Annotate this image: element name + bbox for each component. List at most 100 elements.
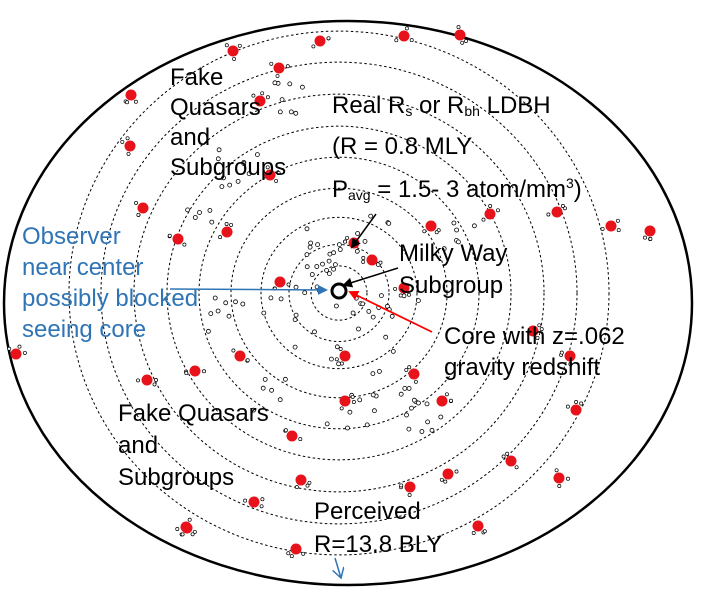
subgroup-dot [221,175,226,181]
subgroup-dot [356,326,361,332]
subgroup-dot [260,385,266,391]
satellite-dot [563,206,567,211]
subgroup-dot [389,313,395,319]
subgroup-dot [299,84,305,90]
subgroup-dot [240,301,246,307]
core-label: Core with z=.062 gravity redshift [444,321,625,383]
satellite-dot [286,551,291,556]
subgroup-dot [455,239,461,245]
satellite-dot [407,493,412,497]
satellite-dot [439,477,444,482]
satellite-dot [133,99,138,104]
quasar-dot [124,140,136,152]
quasar-dot [366,254,378,266]
subgroup-dot [368,213,374,219]
subgroup-dot [216,147,222,153]
subgroup-dot [326,258,332,264]
subgroup-dot [390,348,396,354]
quasar-dot [436,395,448,407]
subgroup-dot [370,392,376,398]
milky-way-arrow [342,267,399,288]
subgroup-dot [304,226,310,232]
satellite-dot [409,38,414,43]
subgroup-dot [406,426,412,432]
satellite-dot [535,335,540,340]
fake-top-line3: and [170,124,211,151]
quasar-dot [189,365,201,377]
satellite-dot [259,504,264,509]
satellite-dot [378,260,383,265]
subgroup-dot [371,408,377,414]
subgroup-dot [215,156,221,162]
satellite-dot [275,73,280,78]
satellite-dot [361,256,366,260]
fake-bottom-line3: Subgroups [118,464,235,491]
observer-line4: seeing core [22,316,147,343]
subgroup-dot [287,81,293,87]
quasar-dot [505,455,517,467]
satellite-dot [120,139,125,144]
subgroup-dot [309,272,315,277]
quasar-dot [137,202,149,214]
subgroup-dots [185,80,477,434]
subgroup-dot [293,312,299,318]
subgroup-dot [415,298,421,304]
observer-line3: possibly blocked [22,285,199,312]
quasar-dot [172,233,184,245]
satellite-dot [579,401,584,406]
subgroup-dot [315,242,321,248]
subgroup-dot [354,248,360,254]
satellite-dot [245,358,250,363]
subgroup-dot [312,329,317,335]
satellite-dot [7,346,12,351]
satellite-dot [125,136,130,141]
satellite-dot [514,465,519,470]
quasar-dot [295,474,307,486]
subgroup-dot [197,210,202,215]
subgroup-dot [282,376,288,382]
satellite-dot [232,56,237,61]
quasar-dot [125,89,137,101]
subgroup-dot [277,397,283,403]
satellite-dot [554,468,559,473]
subgroup-dot [324,267,330,273]
satellite-dot [537,323,542,328]
satellite-dot [180,532,185,537]
satellite-dot [557,484,562,488]
fake-bottom-line1: Fake Quasars [118,400,269,427]
satellite-dot [339,406,344,411]
satellite-dot [404,367,409,372]
quasar-dot [527,325,539,337]
subgroup-dot [307,244,313,250]
quasar-dot [605,220,617,232]
quasar-dot [10,348,22,360]
satellite-dot [307,480,312,485]
satellite-dot [286,282,291,287]
subgroup-dot [292,317,298,323]
quasar-dot [551,206,563,218]
satellite-dot [449,398,453,403]
real-radius-line1: Real Rs or Rbh LDBH [332,92,551,119]
subgroup-dot [288,109,294,115]
satellite-dot [443,479,448,484]
subgroup-dot [415,400,421,406]
quasar-dot [339,395,351,407]
satellite-dot [260,91,265,96]
subgroup-dot [292,344,298,350]
satellite-dot [269,61,274,66]
quasar-dot [221,226,233,238]
subgroup-dot [314,264,320,269]
subgroup-dot [441,246,447,252]
satellite-dot [334,357,339,362]
satellite-dot [167,233,172,238]
satellite-dot [399,483,404,488]
subgroup-dot [357,397,363,403]
milky-way-line2: Subgroup [399,272,504,299]
satellite-dot [361,259,366,264]
subgroup-dot [347,409,353,415]
subgroup-dot [411,397,417,403]
satellite-dot [413,379,418,384]
quasar-dot [264,169,276,181]
satellite-dot [305,483,310,488]
